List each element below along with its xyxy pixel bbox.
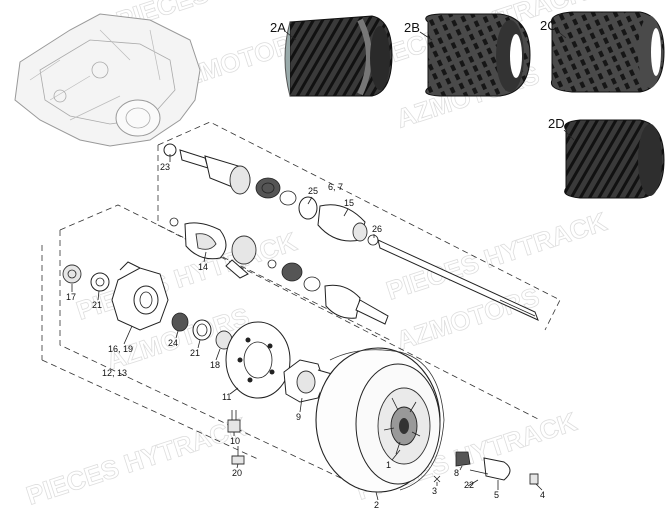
callout-23: 23	[160, 162, 170, 172]
callout-5: 5	[494, 490, 499, 500]
callout-14: 14	[198, 262, 208, 272]
callout-11: 11	[222, 392, 231, 402]
lower-drive-shaft[interactable]	[169, 217, 389, 325]
label-2b: 2B	[404, 20, 420, 35]
tire-2d-photo[interactable]	[564, 119, 665, 199]
callout-6-7: 6, 7	[328, 182, 343, 192]
gearbox-housing	[14, 13, 201, 147]
callout-10: 10	[230, 436, 240, 446]
main-wheel-tire[interactable]	[315, 347, 445, 493]
callout-24: 24	[168, 338, 178, 348]
tire-2c-photo[interactable]	[550, 11, 665, 93]
callout-8: 8	[454, 468, 459, 478]
callout-21b: 21	[190, 348, 200, 358]
callout-15: 15	[344, 198, 354, 208]
exploded-view-frames	[41, 121, 561, 481]
callout-9: 9	[296, 412, 301, 422]
label-2a: 2A	[270, 20, 286, 35]
callout-21a: 21	[92, 300, 102, 310]
callout-3: 3	[432, 486, 437, 496]
tire-2b-photo[interactable]	[425, 13, 531, 97]
callout-20: 20	[232, 468, 242, 478]
callout-25: 25	[308, 186, 318, 196]
callout-12-13: 12, 13	[102, 368, 127, 378]
tire-2a-photo[interactable]	[284, 15, 393, 97]
upper-drive-shaft[interactable]	[163, 143, 539, 321]
callout-2: 2	[374, 500, 379, 510]
hub-nut-cap[interactable]	[433, 451, 539, 487]
callout-4: 4	[540, 490, 545, 500]
callout-18: 18	[210, 360, 220, 370]
tire-labels: 2A 2B 2C 2D	[270, 18, 575, 141]
callout-22: 22	[464, 480, 474, 490]
callout-16-19: 16, 19	[108, 344, 133, 354]
label-2c: 2C	[540, 18, 557, 33]
brake-disc[interactable]	[225, 321, 291, 399]
callout-26: 26	[372, 224, 382, 234]
label-2d: 2D	[548, 116, 565, 131]
callout-1: 1	[386, 460, 391, 470]
callout-17: 17	[66, 292, 76, 302]
part-callouts: 23 6, 7 25 15 26 14 17 21 24 21 18 16, 1…	[66, 154, 545, 510]
watermark-text: PIECES HYTRACK	[23, 411, 251, 511]
watermark-text: PIECES HYTRACK	[383, 206, 611, 306]
steering-knuckle[interactable]	[62, 261, 233, 350]
hub-bolts[interactable]	[227, 410, 245, 465]
